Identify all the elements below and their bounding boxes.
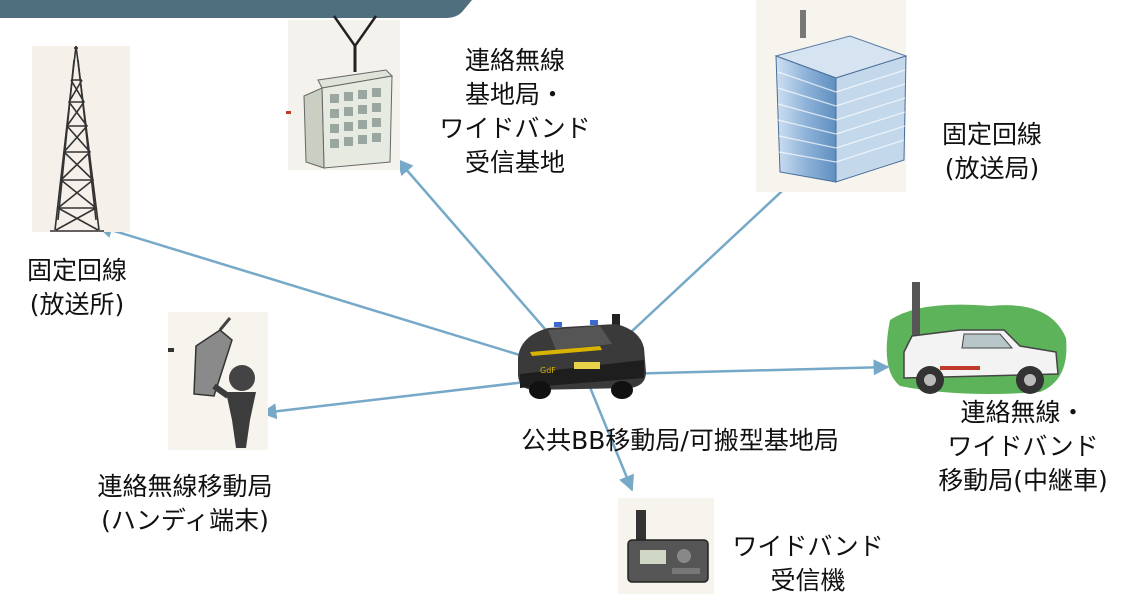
- tall-building-label-line: 固定回線: [941, 120, 1042, 149]
- handy-label-line: 連絡無線移動局: [97, 472, 273, 501]
- building-label-line: ワイドバンド: [439, 114, 591, 143]
- receiver-label-line: 受信機: [770, 566, 846, 595]
- building-with-antenna-icon: [286, 15, 400, 170]
- building-label-line: 基地局・: [464, 80, 565, 109]
- tower-label-line: 固定回線: [26, 256, 127, 285]
- tower-label: 固定回線 (放送所): [0, 254, 154, 322]
- center-label-text: 公共BB移動局/可搬型基地局: [521, 426, 839, 455]
- center-label: 公共BB移動局/可搬型基地局: [430, 424, 930, 458]
- tall-building-icon: [756, 0, 908, 192]
- jeep-label-line: ワイドバンド: [947, 432, 1099, 461]
- tall-building-label: 固定回線 (放送局): [902, 118, 1082, 186]
- receiver-label: ワイドバンド 受信機: [708, 530, 908, 598]
- handheld-radio-user-icon: [168, 312, 268, 450]
- building-label-line: 受信基地: [464, 148, 565, 177]
- police-car-icon: GdF: [518, 314, 646, 399]
- relay-jeep-icon: [886, 282, 1067, 394]
- jeep-label-line: 移動局(中継車): [938, 466, 1108, 495]
- arrow-to-receiver: [583, 374, 634, 492]
- header-band: [0, 0, 472, 18]
- receiver-label-line: ワイドバンド: [732, 532, 884, 561]
- jeep-label: 連絡無線・ ワイドバンド 移動局(中継車): [910, 396, 1136, 498]
- tower-label-line: (放送所): [29, 290, 125, 319]
- building-label: 連絡無線 基地局・ ワイドバンド 受信基地: [430, 44, 600, 180]
- handy-label: 連絡無線移動局 (ハンディ端末): [60, 470, 310, 538]
- handy-label-line: (ハンディ端末): [101, 506, 269, 535]
- lattice-tower-icon: [32, 45, 130, 232]
- car-marking: GdF: [540, 366, 556, 375]
- arrow-to-tower: [96, 222, 586, 377]
- wideband-receiver-icon: [618, 498, 714, 594]
- arrows: [96, 158, 890, 492]
- jeep-label-line: 連絡無線・: [960, 398, 1086, 427]
- tall-building-label-line: (放送局): [944, 154, 1040, 183]
- building-label-line: 連絡無線: [464, 46, 565, 75]
